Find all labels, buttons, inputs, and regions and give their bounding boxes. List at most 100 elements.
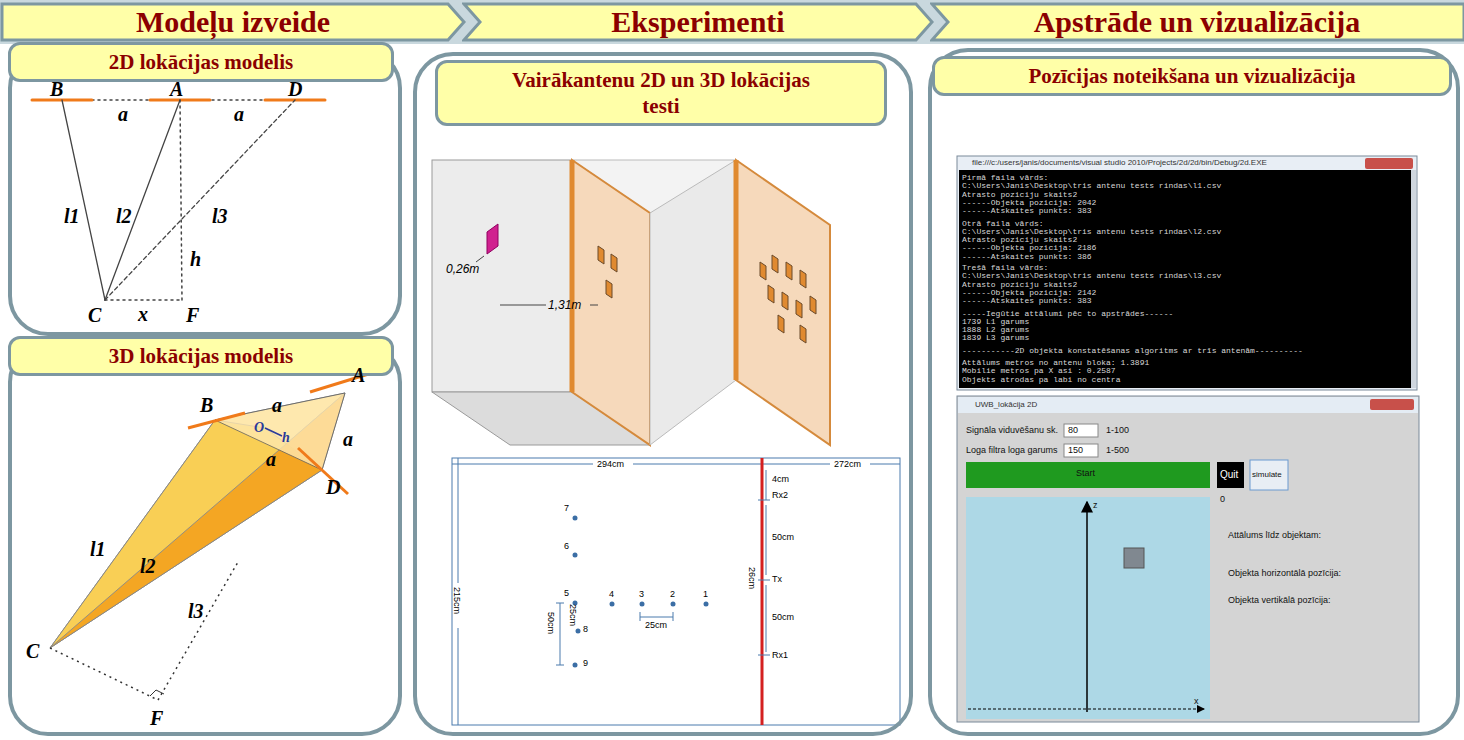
distance-label: l1 [64,205,80,227]
console-line: ------Objekta pozicija: 2142 [962,289,1096,297]
dimension-label: 50cm [772,532,794,542]
distance-label: a [234,103,244,125]
antenna-label: Tx [772,574,782,584]
point-number: 7 [564,503,569,513]
point-number: 3 [639,589,644,599]
stage-title: Modeļu izveide [0,2,466,42]
dimension-label: 272cm [834,459,861,469]
point-label: B [50,78,63,100]
window-title: file:///c:/users/janis/documents/visual … [972,158,1267,168]
panel-box: Pozīcijas noteikšana un vizualizācija [928,48,1460,736]
distance-label: l1 [90,538,106,560]
field-value: 80 [1068,425,1078,436]
dimension-label: 294cm [597,459,624,469]
point-number: 1 [703,589,708,599]
status-value: 0 [1220,494,1225,505]
distance-label: a [343,428,353,450]
window-title: UWB_lokācija 2D [975,400,1037,410]
point-number: 8 [583,624,588,634]
console-line: Attālums metros no antenu bloka: 1.3891 [962,359,1149,367]
panel-tab: 2D lokācijas modelis [8,42,394,82]
console-line: -----------2D objekta konstatēšanas algo… [962,347,1303,355]
panel-title: Pozīcijas noteikšana un vizualizācija [1028,64,1355,88]
distance-label: l3 [188,600,204,622]
stage-chevron: Eksperimenti [462,2,934,42]
button-label: Start [1076,468,1095,479]
field-range: 1-500 [1106,445,1129,456]
model-3d [50,368,388,700]
distance-label: l2 [116,205,132,227]
console-line: Atrasto poziciju skaits2 [962,236,1077,244]
panel-title: 3D lokācijas modelis [109,344,293,368]
info-label: Attālums līdz objektam: [1228,530,1321,541]
console-line: Objekts atrodas pa labi no centra [962,376,1120,384]
dimension-label: 215cm [452,587,462,614]
console-line: -----Iegūtie attālumi pēc to apstrādes--… [962,310,1173,318]
console-line: C:\Users\Janis\Desktop\tris antenu tests… [962,272,1221,280]
floor-plan [452,458,900,725]
stage-chevron: Modeļu izveide [0,2,466,42]
field-value: 150 [1068,445,1083,456]
distance-label: l2 [140,555,156,577]
panel-tab: 3D lokācijas modelis [8,336,394,376]
panel-title: Vairākantenu 2D un 3D lokācijas testi [512,68,810,118]
info-label: Objekta vertikālā pozīcija: [1228,595,1331,606]
console-line: 1739 L1 garums [962,318,1029,326]
distance-label: a [118,103,128,125]
axis-label: z [1093,500,1098,511]
panel-tab: Vairākantenu 2D un 3D lokācijas testi [435,60,887,126]
button-label: Quit [1220,469,1238,481]
point-label: D [326,476,340,498]
field-label: Signāla viduvēšanu sk. [966,425,1058,436]
point-number: 6 [564,541,569,551]
console-line: ------Atskaites punkts: 383 [962,297,1092,305]
dimension-label: 4cm [772,474,789,484]
dimension-label: 50cm [546,612,556,634]
console-line: ------Atskaites punkts: 386 [962,253,1092,261]
point-number: 2 [670,589,675,599]
field-label: Loga filtra loga garums [966,445,1058,456]
console-line: Atrasto poziciju skaits2 [962,281,1077,289]
header-strip [0,0,1464,44]
distance-label: l3 [212,205,228,227]
point-label: F [150,707,163,729]
field-range: 1-100 [1106,425,1129,436]
panel-box: 2D lokācijas modelis [8,48,402,336]
dimension-label: 0,26m [446,262,479,276]
console-line: C:\Users\Janis\Desktop\tris antenu tests… [962,228,1221,236]
stage-chevron: Apstrāde un vizualizācija [930,2,1464,42]
distance-label: h [282,430,290,445]
console-line: C:\Users\Janis\Desktop\tris antenu tests… [962,182,1221,190]
point-label: A [170,78,183,100]
dimension-label: 26cm [747,567,757,589]
dimension-label: 1,31m [548,298,581,312]
distance-label: x [138,303,148,325]
point-number: 4 [609,589,614,599]
axis-label: x [1194,696,1199,707]
point-label: D [288,78,302,100]
console-line: ------Objekta pozicija: 2186 [962,244,1096,252]
point-label: B [200,394,213,416]
gui-window [957,396,1419,722]
console-line: 1888 L2 garums [962,326,1029,334]
console-line: Pirmā faila vārds: [962,174,1048,182]
point-number: 9 [583,658,588,668]
console-line: ------Objekta pozicija: 2042 [962,199,1096,207]
console-line: Mobilie metros pa X asi : 0.2587 [962,367,1116,375]
console-line: Atrasto poziciju skaits2 [962,191,1077,199]
point-label: O [254,420,264,435]
console-line: Trešā faila vārds: [962,264,1048,272]
dimension-label: 50cm [772,612,794,622]
antenna-label: Rx2 [772,490,788,500]
point-label: C [88,304,101,326]
stage-title: Eksperimenti [462,2,934,42]
point-label: C [26,640,39,662]
panel-title: 2D lokācijas modelis [109,50,293,74]
button-label: simulate [1252,470,1282,480]
distance-label: a [266,448,276,470]
dimension-label: 25cm [568,604,578,626]
distance-label: a [272,394,282,416]
panel-tab: Pozīcijas noteikšana un vizualizācija [932,56,1452,96]
distance-label: h [190,248,201,270]
console-line: ------Atskaites punkts: 383 [962,207,1092,215]
